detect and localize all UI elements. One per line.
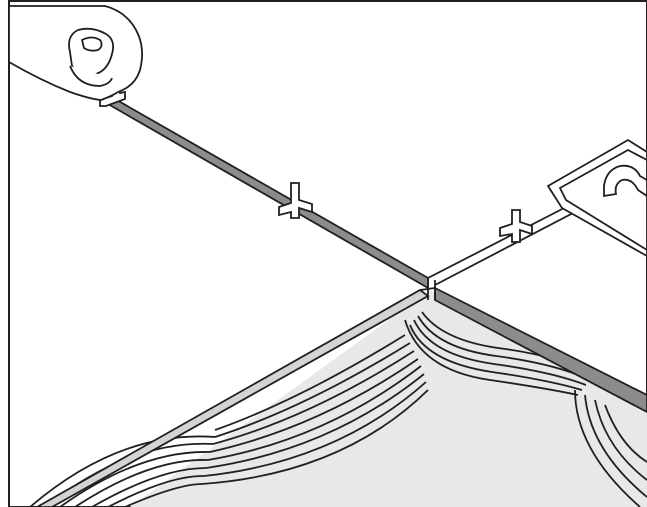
grout-joint-right [427, 204, 576, 286]
tile-edges [35, 278, 647, 507]
hand-icon [8, 5, 143, 101]
grout-float-icon [546, 138, 647, 258]
